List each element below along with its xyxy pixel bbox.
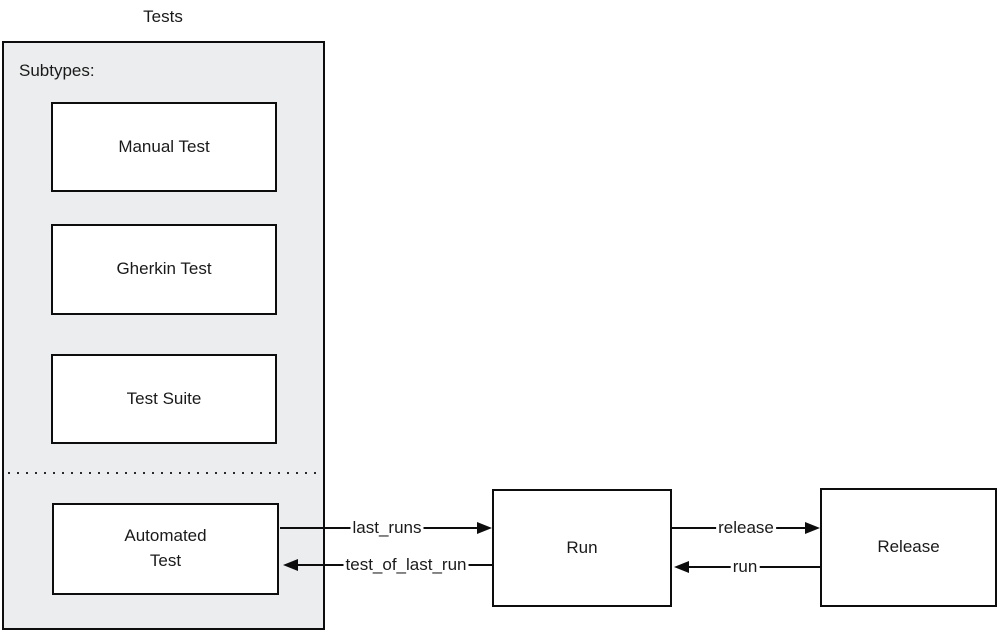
tests-title: Tests <box>143 7 183 26</box>
node-release: Release <box>820 488 997 607</box>
automated-test-label: Automated Test <box>124 526 207 570</box>
gherkin-test-label: Gherkin Test <box>116 259 212 279</box>
subtype-box-automated-test: Automated Test <box>52 503 279 595</box>
subtype-box-gherkin-test: Gherkin Test <box>51 224 277 315</box>
edge-label-release: release <box>716 518 776 538</box>
subtypes-label: Subtypes: <box>19 61 95 80</box>
arrowhead-right-icon <box>477 522 492 534</box>
subtypes-dotted-divider <box>8 472 318 474</box>
subtype-box-manual-test: Manual Test <box>51 102 277 192</box>
edge-label-last-runs: last_runs <box>350 518 424 538</box>
arrowhead-right-icon <box>805 522 820 534</box>
run-label: Run <box>566 537 598 557</box>
node-run: Run <box>492 489 672 607</box>
subtype-box-test-suite: Test Suite <box>51 354 277 444</box>
edge-label-run: run <box>730 557 760 577</box>
arrowhead-left-icon <box>674 561 689 573</box>
test-suite-label: Test Suite <box>126 388 202 408</box>
arrowhead-left-icon <box>283 559 298 571</box>
release-label: Release <box>877 537 940 557</box>
manual-test-label: Manual Test <box>118 136 210 156</box>
edge-label-test-of-last-run: test_of_last_run <box>343 555 469 575</box>
